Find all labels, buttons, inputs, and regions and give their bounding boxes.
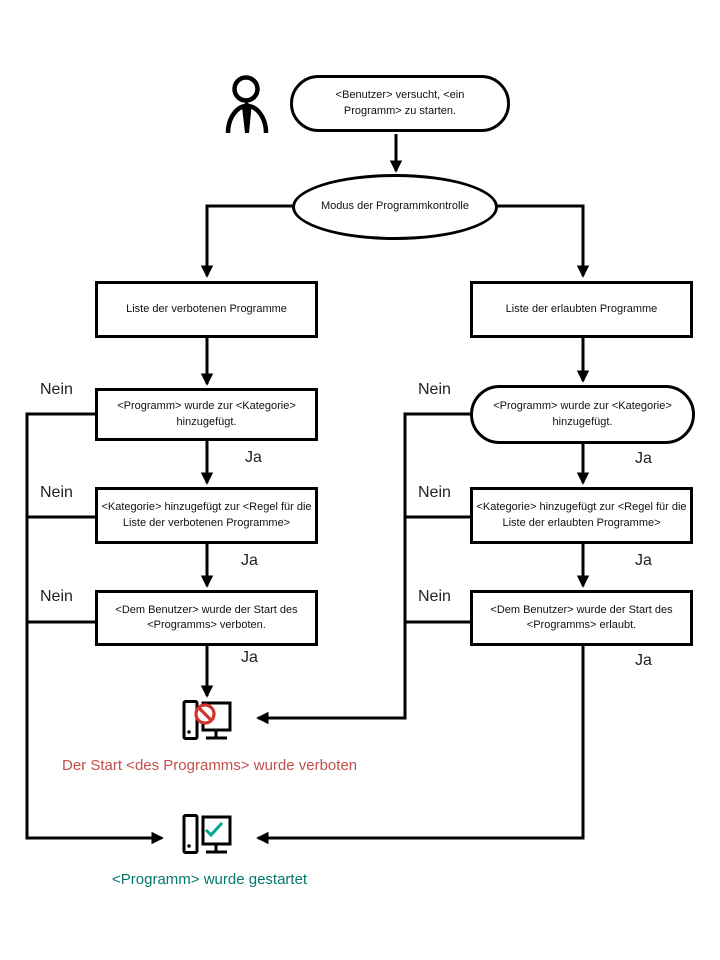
allowlist-program-check-text: <Programm> wurde zur <Kategorie> hinzuge… bbox=[493, 400, 672, 428]
start-event-text: <Benutzer> versucht, <ein Programm> zu s… bbox=[335, 89, 465, 117]
blocked-outcome-text: Der Start <des Programms> wurde verboten bbox=[62, 757, 358, 774]
nein-label-right-1: Nein bbox=[418, 381, 451, 398]
nein-label-left-2: Nein bbox=[40, 484, 73, 501]
nein-label-left-3: Nein bbox=[40, 588, 73, 605]
ja-label-left-2: Ja bbox=[241, 552, 258, 569]
nein-label-left-1: Nein bbox=[40, 381, 73, 398]
start-event-node: <Benutzer> versucht, <ein Programm> zu s… bbox=[290, 75, 510, 132]
denylist-user-check-node: <Dem Benutzer> wurde der Start des <Prog… bbox=[95, 590, 318, 646]
denylist-text: Liste der verbotenen Programme bbox=[126, 302, 287, 315]
arrow-mode-to-allowlist bbox=[496, 204, 590, 278]
denylist-program-check-text: <Programm> wurde zur <Kategorie> hinzuge… bbox=[117, 400, 296, 428]
allowlist-text: Liste der erlaubten Programme bbox=[505, 302, 658, 315]
allowlist-program-check-node: <Programm> wurde zur <Kategorie> hinzuge… bbox=[470, 385, 695, 444]
ja-label-right-1: Ja bbox=[635, 450, 652, 467]
ja-label-right-3: Ja bbox=[635, 652, 652, 669]
allowlist-user-check-node: <Dem Benutzer> wurde der Start des <Prog… bbox=[470, 590, 693, 646]
ja-label-left-3: Ja bbox=[241, 649, 258, 666]
started-outcome-text: <Programm> wurde gestartet bbox=[112, 871, 308, 888]
denylist-node: Liste der verbotenen Programme bbox=[95, 281, 318, 338]
denylist-category-check-node: <Kategorie> hinzugefügt zur <Regel für d… bbox=[95, 487, 318, 544]
nein-label-right-3: Nein bbox=[418, 588, 451, 605]
prohibited-sign-icon bbox=[194, 703, 216, 725]
check-mark-icon bbox=[204, 821, 224, 838]
ja-label-left-1: Ja bbox=[245, 449, 262, 466]
denylist-user-check-text: <Dem Benutzer> wurde der Start des <Prog… bbox=[115, 603, 298, 631]
blocked-computer-icon bbox=[182, 700, 232, 740]
mode-decision-node: Modus der Programmkontrolle bbox=[292, 174, 498, 240]
allowlist-category-check-text: <Kategorie> hinzugefügt zur <Regel für d… bbox=[476, 501, 687, 529]
started-computer-icon bbox=[182, 814, 232, 854]
denylist-program-check-node: <Programm> wurde zur <Kategorie> hinzuge… bbox=[95, 388, 318, 441]
allowlist-category-check-node: <Kategorie> hinzugefügt zur <Regel für d… bbox=[470, 487, 693, 544]
allowlist-node: Liste der erlaubten Programme bbox=[470, 281, 693, 338]
arrow-mode-to-denylist bbox=[200, 204, 294, 278]
user-icon bbox=[225, 75, 269, 134]
allowlist-user-check-text: <Dem Benutzer> wurde der Start des <Prog… bbox=[490, 603, 673, 631]
mode-decision-text: Modus der Programmkontrolle bbox=[321, 200, 469, 213]
left-nein-collector-to-started bbox=[25, 412, 164, 845]
ja-label-right-2: Ja bbox=[635, 552, 652, 569]
right-nein-collector-to-blocked bbox=[256, 412, 470, 725]
nein-label-right-2: Nein bbox=[418, 484, 451, 501]
denylist-category-check-text: <Kategorie> hinzugefügt zur <Regel für d… bbox=[101, 501, 312, 529]
right-ja-3-to-started bbox=[256, 646, 585, 845]
